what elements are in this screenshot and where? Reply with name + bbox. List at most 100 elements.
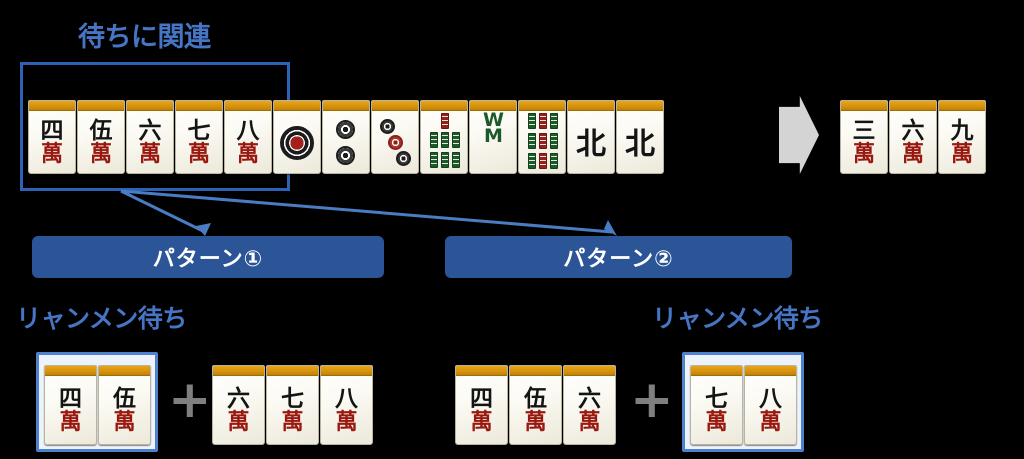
- circle-dot: [280, 126, 314, 160]
- combo-2-group-b: 七 萬 八 萬: [690, 365, 798, 445]
- tile-north-2[interactable]: 北: [616, 100, 664, 174]
- bamboo-stick-red: [539, 153, 547, 169]
- banner-pattern-1[interactable]: パターン①: [32, 236, 384, 278]
- bamboo-stick: [550, 133, 558, 149]
- tile-suit-glyph: 萬: [138, 140, 161, 167]
- tile-number-glyph: 九: [950, 117, 974, 145]
- plus-separator-right: +: [630, 370, 674, 430]
- tile-combo2b-7m[interactable]: 七 萬: [690, 365, 743, 445]
- tile-number-glyph: 七: [187, 117, 211, 145]
- bamboo-stick: [528, 133, 536, 149]
- tile-7s[interactable]: [420, 100, 468, 174]
- tile-suit-glyph: 萬: [950, 140, 973, 167]
- combo-1-group-b: 六 萬 七 萬 八 萬: [212, 365, 374, 445]
- tile-number-glyph: 伍: [89, 117, 113, 145]
- tile-combo1b-6m[interactable]: 六 萬: [212, 365, 265, 445]
- tile-north-1[interactable]: 北: [567, 100, 615, 174]
- tile-combo1b-8m[interactable]: 八 萬: [320, 365, 373, 445]
- bamboo-stick-red: [539, 113, 547, 129]
- tile-number-glyph: 六: [138, 117, 162, 145]
- tile-number-glyph: 六: [578, 385, 601, 413]
- souzu-sticks: [519, 112, 565, 171]
- tile-number-glyph: 六: [227, 385, 250, 413]
- tile-number-glyph: 三: [852, 117, 876, 145]
- circle-dot: [396, 151, 411, 166]
- tile-8m[interactable]: 八 萬: [224, 100, 272, 174]
- bamboo-stick: [550, 153, 558, 169]
- tile-suit-glyph: 萬: [236, 140, 259, 167]
- tile-9s[interactable]: [518, 100, 566, 174]
- honor-glyph: 北: [576, 126, 606, 162]
- bamboo-stick: [441, 152, 449, 168]
- bamboo-stick: [528, 113, 536, 129]
- souzu-sticks: [421, 112, 467, 171]
- heading-machi-related: 待ちに関連: [78, 22, 211, 52]
- bamboo-stick-red: [539, 133, 547, 149]
- bamboo-stick: [452, 152, 460, 168]
- circle-dot-red: [388, 135, 403, 150]
- tile-number-glyph: 六: [901, 117, 925, 145]
- tile-suit-glyph: 萬: [901, 140, 924, 167]
- tile-suit-glyph: 萬: [470, 408, 493, 435]
- tile-4m[interactable]: 四 萬: [28, 100, 76, 174]
- tile-suit-glyph: 萬: [59, 408, 82, 435]
- circle-dot: [380, 119, 395, 134]
- tile-1p[interactable]: [273, 100, 321, 174]
- bamboo-stick: [441, 132, 449, 148]
- tile-suit-glyph: 萬: [89, 140, 112, 167]
- pinzu-dots: [372, 111, 418, 173]
- tile-number-glyph: 四: [40, 117, 64, 145]
- combo-2-group-a: 四 萬 伍 萬 六 萬: [455, 365, 617, 445]
- tile-number-glyph: 七: [281, 385, 304, 413]
- bamboo-stick: [430, 152, 438, 168]
- tile-suit-glyph: 萬: [113, 408, 136, 435]
- tile-combo2b-8m[interactable]: 八 萬: [744, 365, 797, 445]
- tile-suit-glyph: 萬: [335, 408, 358, 435]
- tile-suit-glyph: 萬: [281, 408, 304, 435]
- tile-5m[interactable]: 伍 萬: [77, 100, 125, 174]
- tile-combo2a-6m[interactable]: 六 萬: [563, 365, 616, 445]
- tile-suit-glyph: 萬: [759, 408, 782, 435]
- tile-number-glyph: 伍: [524, 385, 547, 413]
- connector-line-pattern-1: [120, 189, 206, 234]
- tile-winning-9m[interactable]: 九 萬: [938, 100, 986, 174]
- tile-suit-glyph: 萬: [705, 408, 728, 435]
- circle-dot: [336, 120, 355, 139]
- tile-number-glyph: 四: [59, 385, 82, 413]
- bamboo-stick-red: [441, 113, 449, 129]
- label-ryanmen-wait-right: リャンメン待ち: [652, 305, 823, 333]
- tile-2p[interactable]: [322, 100, 370, 174]
- bamboo-stick: [550, 113, 558, 129]
- tile-suit-glyph: 萬: [187, 140, 210, 167]
- tile-suit-glyph: 萬: [524, 408, 547, 435]
- connector-arrowhead-pattern-2: [604, 220, 617, 236]
- connector-arrowhead-pattern-1: [196, 223, 211, 236]
- tile-6m[interactable]: 六 萬: [126, 100, 174, 174]
- tile-7m[interactable]: 七 萬: [175, 100, 223, 174]
- bamboo-stick: [430, 132, 438, 148]
- tile-combo2a-4m[interactable]: 四 萬: [455, 365, 508, 445]
- tile-combo1a-5m[interactable]: 伍 萬: [98, 365, 151, 445]
- label-ryanmen-wait-left: リャンメン待ち: [16, 305, 187, 333]
- pinzu-dots: [274, 111, 320, 173]
- combo-1-group-a: 四 萬 伍 萬: [44, 365, 152, 445]
- tile-suit-glyph: 萬: [852, 140, 875, 167]
- circle-dot: [336, 146, 355, 165]
- winning-tiles-row: 三 萬 六 萬 九 萬: [840, 100, 987, 174]
- tile-combo1a-4m[interactable]: 四 萬: [44, 365, 97, 445]
- tile-combo2a-5m[interactable]: 伍 萬: [509, 365, 562, 445]
- tile-3p[interactable]: [371, 100, 419, 174]
- pinzu-dots: [323, 111, 369, 173]
- tile-winning-3m[interactable]: 三 萬: [840, 100, 888, 174]
- tile-suit-glyph: 萬: [227, 408, 250, 435]
- banner-pattern-2[interactable]: パターン②: [445, 236, 792, 278]
- bamboo-stick: [528, 153, 536, 169]
- honor-glyph: 北: [625, 126, 655, 162]
- tile-winning-6m[interactable]: 六 萬: [889, 100, 937, 174]
- bamboo-stick: [452, 132, 460, 148]
- tile-combo1b-7m[interactable]: 七 萬: [266, 365, 319, 445]
- flow-arrow-right-icon: [779, 96, 819, 174]
